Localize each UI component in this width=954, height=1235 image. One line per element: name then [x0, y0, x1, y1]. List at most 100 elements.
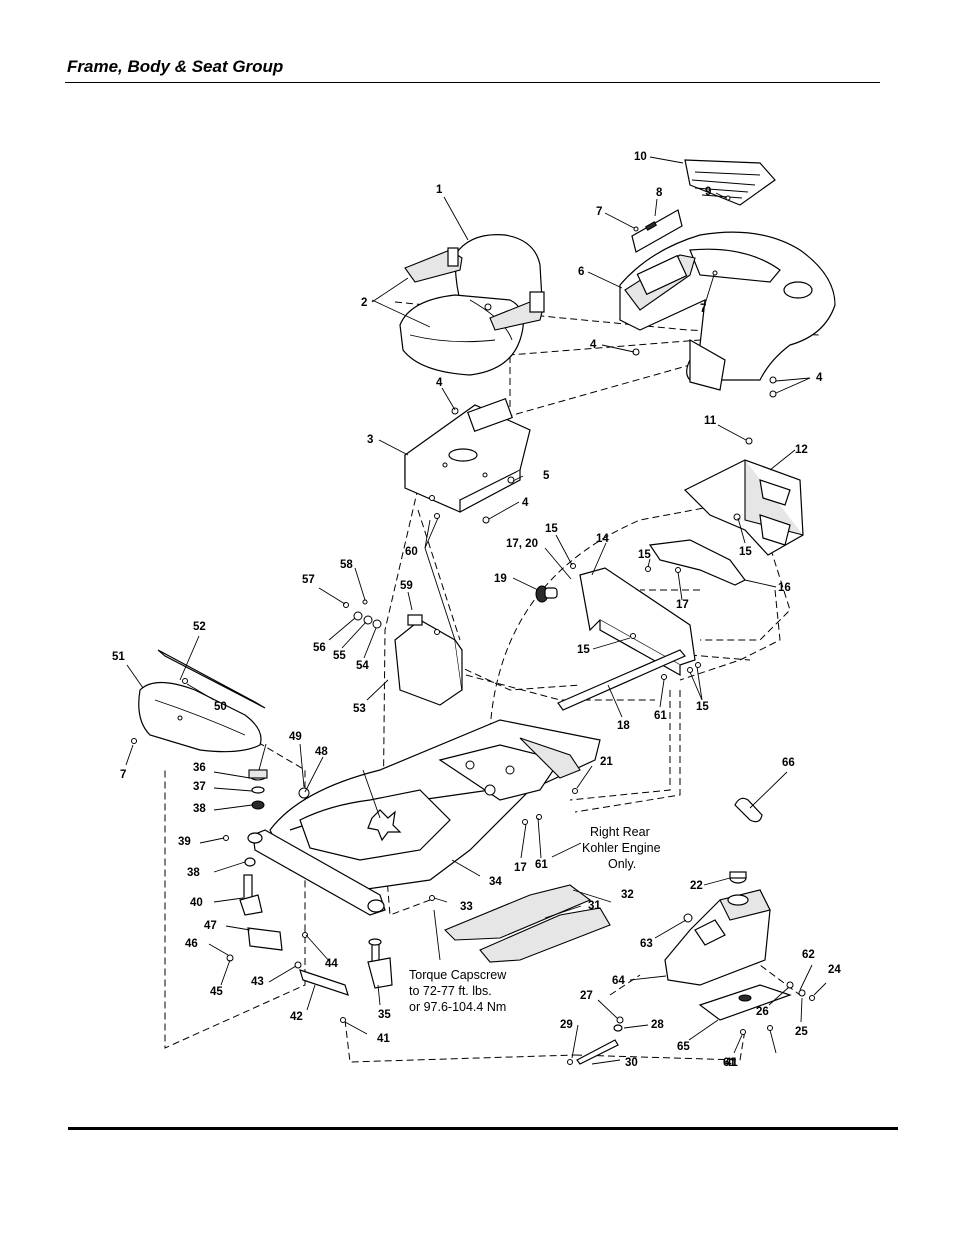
callout-label: 3: [367, 434, 373, 446]
callout-label: 47: [204, 920, 217, 932]
callout-label: 43: [251, 976, 264, 988]
callout-label: 44: [325, 958, 338, 970]
callout-label: 30: [625, 1057, 638, 1069]
note-line: or 97.6-104.4 Nm: [409, 1000, 506, 1014]
floor-mats-part: [444, 884, 611, 963]
callout-label: 52: [193, 621, 206, 633]
callout-label: 60: [405, 546, 418, 558]
callout-label: 65: [677, 1041, 690, 1053]
callout-label: 41: [725, 1057, 738, 1069]
callout-label: 33: [460, 901, 473, 913]
callout-label: 62: [802, 949, 815, 961]
callout-leaders: [125, 156, 827, 1065]
callout-label: 24: [828, 964, 841, 976]
fender-panel-part: [394, 614, 463, 706]
callout-label: 27: [580, 990, 593, 1002]
callout-label: 4: [590, 339, 597, 351]
callout-label: 61: [654, 710, 667, 722]
note-line: Torque Capscrew: [409, 968, 507, 982]
strap-part: [734, 797, 763, 823]
callout-label: 42: [290, 1011, 303, 1023]
callout-label: 8: [656, 187, 663, 199]
armrest-right: [489, 291, 545, 331]
callout-label: 15: [739, 546, 752, 558]
callout-label: 34: [489, 876, 502, 888]
callout-label: 50: [214, 701, 227, 713]
page-title: Frame, Body & Seat Group: [67, 57, 284, 76]
callout-label: 28: [651, 1019, 664, 1031]
callout-label: 32: [621, 889, 634, 901]
hood-part: [138, 681, 262, 753]
armrest-left: [404, 247, 463, 283]
callout-label: 61: [535, 859, 548, 871]
callout-label: 2: [361, 297, 367, 309]
title-divider: [65, 82, 880, 83]
knob-part: [535, 585, 558, 603]
note-torque-capscrew: Torque Capscrew to 72-77 ft. lbs. or 97.…: [409, 968, 507, 1014]
callout-label: 17, 20: [506, 538, 538, 550]
callout-label: 7: [596, 206, 602, 218]
hardware-parts: [131, 195, 815, 1065]
callout-label: 25: [795, 1026, 808, 1038]
callout-label: 59: [400, 580, 413, 592]
note-line: Only.: [608, 857, 636, 871]
callout-label: 15: [577, 644, 590, 656]
callout-label: 38: [193, 803, 206, 815]
callout-label: 15: [696, 701, 709, 713]
callout-label: 17: [514, 862, 527, 874]
callout-label: 41: [377, 1033, 390, 1045]
callout-label: 7: [700, 303, 706, 315]
body-part: [619, 231, 836, 391]
rod-part: [557, 649, 686, 711]
callout-label: 15: [638, 549, 651, 561]
callout-label: 49: [289, 731, 302, 743]
callout-label: 16: [778, 582, 791, 594]
callout-label: 56: [313, 642, 326, 654]
callout-label: 53: [353, 703, 366, 715]
callout-label: 17: [676, 599, 689, 611]
callout-label: 12: [795, 444, 808, 456]
callout-label: 45: [210, 986, 223, 998]
callout-label: 54: [356, 660, 369, 672]
note-line: Right Rear: [590, 825, 650, 839]
callout-label: 18: [617, 720, 630, 732]
callout-label: 39: [178, 836, 191, 848]
callout-label: 40: [190, 897, 203, 909]
callout-label: 37: [193, 781, 206, 793]
callout-label: 15: [545, 523, 558, 535]
footer-divider: [68, 1127, 898, 1130]
callout-labels: 1 2 3 4 4 4 4 5 6 7 7 7 8 9 10 11 12 14 …: [112, 151, 841, 1069]
callout-label: 31: [588, 900, 601, 912]
grille-part: [684, 159, 776, 206]
callout-label: 58: [340, 559, 353, 571]
callout-label: 36: [193, 762, 206, 774]
battery-tray-part: [683, 459, 804, 556]
note-line: Kohler Engine: [582, 841, 661, 855]
callout-label: 61: [723, 1057, 736, 1069]
callout-label: 55: [333, 650, 346, 662]
callout-label: 4: [522, 497, 529, 509]
callout-label: 6: [578, 266, 584, 278]
callout-label: 19: [494, 573, 507, 585]
callout-label: 9: [705, 186, 711, 198]
callout-label: 7: [120, 769, 126, 781]
callout-label: 66: [782, 757, 795, 769]
seat-part: [399, 234, 543, 376]
strip-part: [157, 649, 266, 709]
callout-label: 4: [436, 377, 443, 389]
tie-plates-parts: [247, 927, 349, 996]
callout-label: 64: [612, 975, 625, 987]
callout-label: 4: [816, 372, 823, 384]
front-spindle-parts: [239, 769, 393, 989]
callout-label: 1: [436, 184, 443, 196]
callout-label: 38: [187, 867, 200, 879]
bracket-part: [579, 539, 746, 677]
callout-label: 51: [112, 651, 125, 663]
callout-label: 5: [543, 470, 550, 482]
callout-label: 29: [560, 1019, 573, 1031]
fuel-tank-bracket-part: [698, 984, 792, 1021]
callout-label: 57: [302, 574, 315, 586]
fuel-tank-part: [664, 871, 771, 986]
callout-label: 22: [690, 880, 703, 892]
